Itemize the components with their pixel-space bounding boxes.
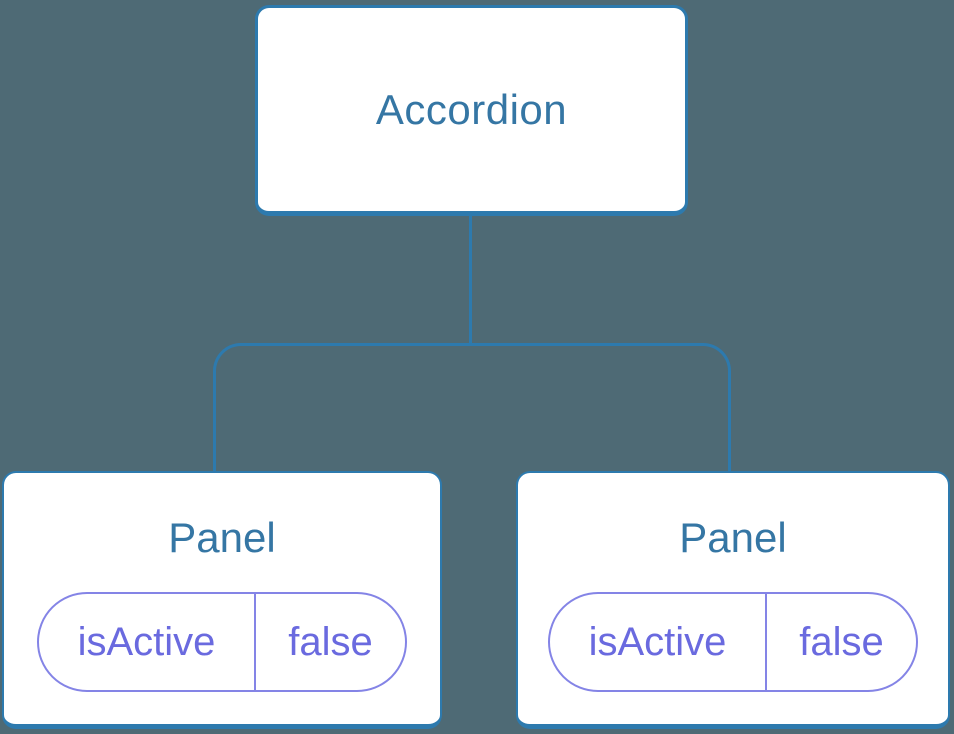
connector-stem bbox=[469, 216, 472, 343]
node-panel-left: Panel isActive false bbox=[2, 471, 442, 729]
node-panel-right-label: Panel bbox=[679, 514, 787, 561]
node-panel-left-label: Panel bbox=[168, 514, 276, 561]
connector-branch bbox=[213, 343, 731, 472]
node-accordion: Accordion bbox=[255, 5, 688, 216]
state-value-left: false bbox=[288, 619, 373, 664]
node-accordion-label: Accordion bbox=[375, 85, 568, 133]
pill-divider bbox=[765, 594, 767, 690]
state-pill-right: isActive false bbox=[548, 592, 918, 692]
state-key-right: isActive bbox=[588, 619, 727, 664]
state-value-right: false bbox=[799, 619, 884, 664]
state-pill-left: isActive false bbox=[37, 592, 407, 692]
state-key-left: isActive bbox=[77, 619, 216, 664]
pill-divider bbox=[254, 594, 256, 690]
node-panel-right: Panel isActive false bbox=[516, 471, 950, 729]
